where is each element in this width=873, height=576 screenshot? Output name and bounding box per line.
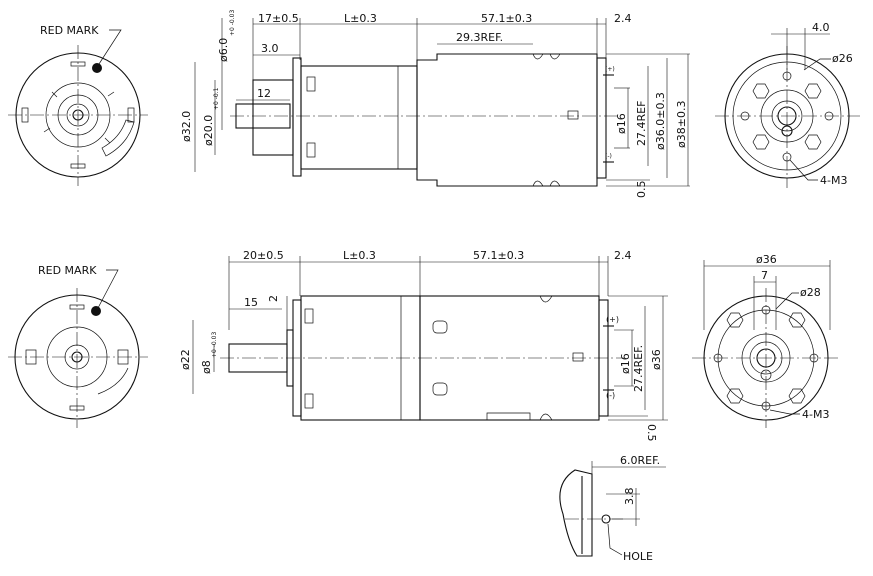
- dim-3-8: 3.8: [623, 488, 636, 506]
- dim-7: 7: [761, 269, 768, 282]
- dim-20: 20±0.5: [243, 249, 284, 262]
- dim-phi20: ø20.0: [202, 115, 215, 146]
- top-side-view: 17±0.5 L±0.3 57.1±0.3 2.4 3.0 29.3REF. 1…: [180, 10, 690, 198]
- dim-4-m3-top: 4-M3: [820, 174, 847, 187]
- dim-3-0: 3.0: [261, 42, 279, 55]
- dim-phi22: ø22: [179, 349, 192, 370]
- vent-slot-top: [101, 119, 135, 157]
- dim-17: 17±0.5: [258, 12, 299, 25]
- dim-L-bottom: L±0.3: [343, 249, 376, 262]
- dim-phi36-top: ø36.0±0.3: [654, 92, 667, 150]
- flange-plate-top: [292, 57, 302, 177]
- svg-text:(-): (-): [605, 153, 612, 160]
- bottom-left-rear-view: RED MARK: [8, 264, 148, 428]
- terminal-minus: (-): [606, 391, 615, 400]
- svg-text:(+): (+): [605, 66, 615, 73]
- dim-2-4-top: 2.4: [614, 12, 632, 25]
- dim-57-top: 57.1±0.3: [481, 12, 532, 25]
- dim-27-4-top: 27.4REF: [635, 101, 648, 146]
- dim-phi6: ø6.0: [217, 38, 230, 62]
- red-mark-label-top: RED MARK: [40, 24, 99, 37]
- dim-phi32: ø32.0: [180, 111, 193, 142]
- dim-phi16-top: ø16: [615, 113, 628, 134]
- terminal-plus: (+): [606, 315, 619, 324]
- dim-4-m3-bottom: 4-M3: [802, 408, 829, 421]
- dim-phi28: ø28: [800, 286, 821, 299]
- red-mark-dot-top: [92, 63, 102, 73]
- red-mark-dot-bottom: [91, 306, 101, 316]
- dim-phi36-side: ø36: [650, 349, 663, 370]
- top-right-front-view: 4.0 ø26 4-M3: [715, 21, 860, 188]
- dim-phi38-top: ø38±0.3: [675, 101, 688, 148]
- dim-2-4-bottom: 2.4: [614, 249, 632, 262]
- dim-27-4-bottom: 27.4REF.: [632, 345, 645, 392]
- dim-4-0: 4.0: [812, 21, 830, 34]
- dim-6-0-ref: 6.0REF.: [620, 454, 660, 467]
- dim-L-top: L±0.3: [344, 12, 377, 25]
- detail-shaft-end: [559, 469, 593, 557]
- dim-57-bottom: 57.1±0.3: [473, 249, 524, 262]
- dim-phi8: ø8: [200, 360, 213, 374]
- endcap-top: [596, 57, 607, 179]
- bottom-side-view: 20±0.5 L±0.3 57.1±0.3 2.4 15 2 ø22 ø8 +0…: [179, 249, 668, 442]
- dim-phi16-bottom: ø16: [619, 353, 632, 374]
- shaft-hole-detail: 6.0REF. 3.8 HOLE: [559, 454, 666, 563]
- hole-label: HOLE: [623, 550, 653, 563]
- bottom-right-front-view: ø36 7 ø28 4-M3: [692, 253, 840, 428]
- dim-0-5-top: 0.5: [635, 181, 648, 199]
- red-mark-label-bottom: RED MARK: [38, 264, 97, 277]
- dim-0-5-bottom: 0.5: [645, 424, 658, 442]
- top-left-rear-view: RED MARK: [8, 24, 148, 186]
- red-mark-leader-top: [98, 29, 122, 65]
- dim-12: 12: [257, 87, 271, 100]
- svg-text:+0 -0.03: +0 -0.03: [211, 332, 218, 358]
- svg-text:+0 -0.1: +0 -0.1: [213, 87, 220, 110]
- dim-phi26: ø26: [832, 52, 853, 65]
- motor-body-top: [416, 53, 598, 187]
- dim-15: 15: [244, 296, 258, 309]
- svg-text:+0 -0.03: +0 -0.03: [229, 10, 236, 36]
- dim-2: 2: [267, 295, 280, 302]
- dim-phi36-face: ø36: [756, 253, 777, 266]
- dim-29-3: 29.3REF.: [456, 31, 503, 44]
- gearbox-body-top: [300, 65, 418, 170]
